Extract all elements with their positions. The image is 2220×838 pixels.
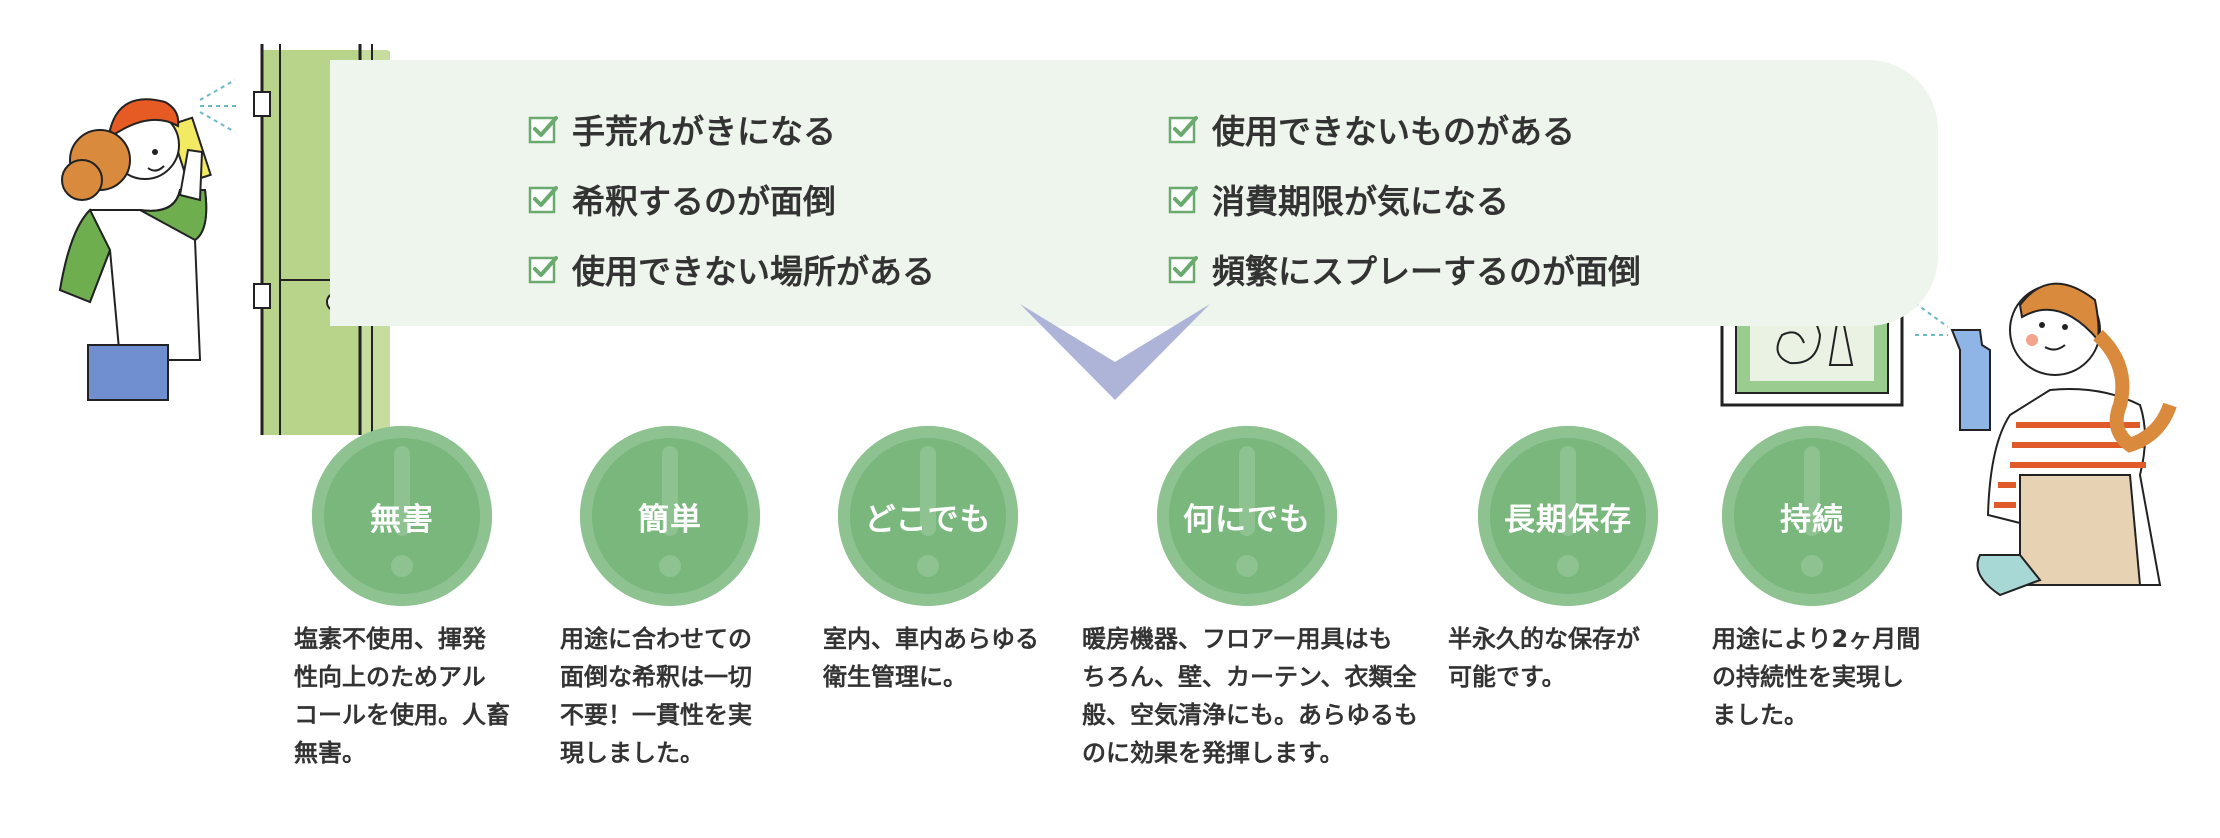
description-line: 半永久的な保存が xyxy=(1448,625,1640,653)
description-line: 現しました。 xyxy=(560,739,704,767)
feature-label: どこでも xyxy=(864,501,992,538)
exclamation-icon xyxy=(1801,446,1823,577)
feature-label: 簡単 xyxy=(638,501,702,538)
feature-badge-anything: 何にでも xyxy=(1157,426,1337,606)
chevron-down-icon xyxy=(1020,304,1210,400)
checklist-item-text: 手荒れがきになる xyxy=(572,112,836,151)
description-line: 暖房機器、フロアー用具はも xyxy=(1082,625,1393,653)
feature-badge-easy: 簡単 xyxy=(580,426,760,606)
feature-label: 持続 xyxy=(1780,501,1844,538)
description-line: 用途により2ヶ月間 xyxy=(1712,625,1921,653)
feature-badge-anywhere: どこでも xyxy=(838,426,1018,606)
description-line: 衛生管理に。 xyxy=(823,663,967,691)
description-line: 般、空気清浄にも。あらゆるも xyxy=(1082,701,1418,729)
checkbox-check-icon xyxy=(1168,116,1198,144)
checkbox-check-icon xyxy=(1168,256,1198,284)
checklist-item: 使用できないものがある xyxy=(1168,105,1575,153)
feature-description: 暖房機器、フロアー用具はも ちろん、壁、カーテン、衣類全 般、空気清浄にも。あら… xyxy=(1082,620,1418,772)
description-line: ました。 xyxy=(1712,701,1808,729)
description-line: 不要！一貫性を実 xyxy=(560,701,752,729)
feature-description: 用途により2ヶ月間 の持続性を実現し ました。 xyxy=(1712,620,1920,734)
checklist-item-text: 使用できないものがある xyxy=(1212,112,1575,151)
feature-description: 塩素不使用、揮発 性向上のためアル コールを使用。人畜 無害。 xyxy=(294,620,510,772)
checklist-item: 使用できない場所がある xyxy=(528,245,935,293)
checklist-item: 消費期限が気になる xyxy=(1168,175,1509,223)
description-line: 室内、車内あらゆる xyxy=(823,625,1039,653)
feature-label: 無害 xyxy=(370,501,434,538)
description-line: ちろん、壁、カーテン、衣類全 xyxy=(1082,663,1417,691)
feature-badge-harmless: 無害 xyxy=(312,426,492,606)
checklist-item: 手荒れがきになる xyxy=(528,105,836,153)
checklist-item-text: 希釈するのが面倒 xyxy=(572,182,836,221)
feature-description: 半永久的な保存が 可能です。 xyxy=(1448,620,1640,696)
checklist-item-text: 使用できない場所がある xyxy=(572,252,935,291)
feature-label: 長期保存 xyxy=(1504,501,1632,538)
exclamation-icon xyxy=(1236,446,1258,577)
checkbox-check-icon xyxy=(528,116,558,144)
exclamation-icon xyxy=(917,446,939,577)
description-line: 用途に合わせての xyxy=(560,625,752,653)
checklist-item-text: 頻繁にスプレーするのが面倒 xyxy=(1212,252,1641,291)
description-line: コールを使用。人畜 xyxy=(294,701,510,729)
feature-badge-long-storage: 長期保存 xyxy=(1478,426,1658,606)
description-line: 面倒な希釈は一切 xyxy=(560,663,752,691)
description-line: 性向上のためアル xyxy=(294,663,486,691)
description-line: の持続性を実現し xyxy=(1712,663,1904,691)
checkbox-check-icon xyxy=(1168,186,1198,214)
checklist-item: 頻繁にスプレーするのが面倒 xyxy=(1168,245,1641,293)
description-line: 塩素不使用、揮発 xyxy=(294,625,486,653)
feature-description: 室内、車内あらゆる 衛生管理に。 xyxy=(823,620,1039,696)
concerns-panel xyxy=(330,60,1938,326)
exclamation-icon xyxy=(1557,446,1579,577)
description-line: 無害。 xyxy=(294,739,366,767)
checkbox-check-icon xyxy=(528,256,558,284)
exclamation-icon xyxy=(659,446,681,577)
feature-badge-lasting: 持続 xyxy=(1722,426,1902,606)
description-line: のに効果を発揮します。 xyxy=(1082,739,1344,767)
feature-description: 用途に合わせての 面倒な希釈は一切 不要！一貫性を実 現しました。 xyxy=(560,620,752,772)
exclamation-icon xyxy=(391,446,413,577)
checkbox-check-icon xyxy=(528,186,558,214)
description-line: 可能です。 xyxy=(1448,663,1566,691)
feature-label: 何にでも xyxy=(1183,501,1311,538)
checklist-item: 希釈するのが面倒 xyxy=(528,175,836,223)
checklist-item-text: 消費期限が気になる xyxy=(1212,182,1509,221)
